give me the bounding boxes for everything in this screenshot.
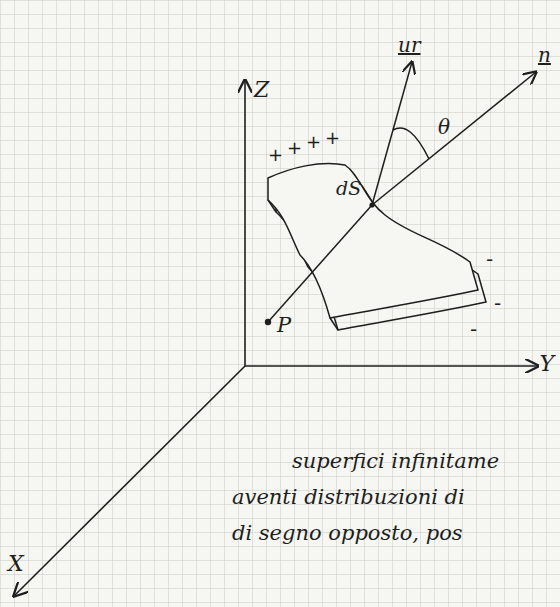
upper-sheet <box>268 163 478 318</box>
x-axis <box>14 366 245 596</box>
axis-label: Z <box>254 78 269 102</box>
charge-sign: + <box>325 128 340 148</box>
distance-line <box>268 205 372 322</box>
element-label: dS <box>336 178 361 199</box>
ur-vector <box>372 62 412 205</box>
z-axis <box>244 80 246 366</box>
normal-vector <box>372 72 536 205</box>
vector-label: ur <box>398 34 420 56</box>
note-text: superfici infinitame <box>292 450 499 473</box>
angle-arc <box>393 128 429 159</box>
sheet-edge <box>268 200 276 212</box>
sheet-edge <box>330 318 338 330</box>
axes <box>14 80 538 596</box>
surface-point <box>369 202 374 207</box>
charge-sign: - <box>470 318 477 340</box>
axis-label: X <box>8 552 24 576</box>
axis-label: Y <box>539 352 554 376</box>
note-text: aventi distribuzioni di <box>232 486 465 509</box>
vector-label: n <box>538 44 551 66</box>
charge-sign: + <box>287 138 302 158</box>
point-p <box>265 319 271 325</box>
charge-sign: + <box>306 132 321 152</box>
charge-sign: + <box>268 145 283 165</box>
point-label: P <box>277 314 291 337</box>
vectors <box>268 62 536 322</box>
y-axis <box>245 365 538 367</box>
charge-sign: - <box>494 292 501 314</box>
note-text: di segno opposto, pos <box>232 522 463 545</box>
angle-label: θ <box>438 116 450 138</box>
charge-sign: - <box>486 248 493 270</box>
